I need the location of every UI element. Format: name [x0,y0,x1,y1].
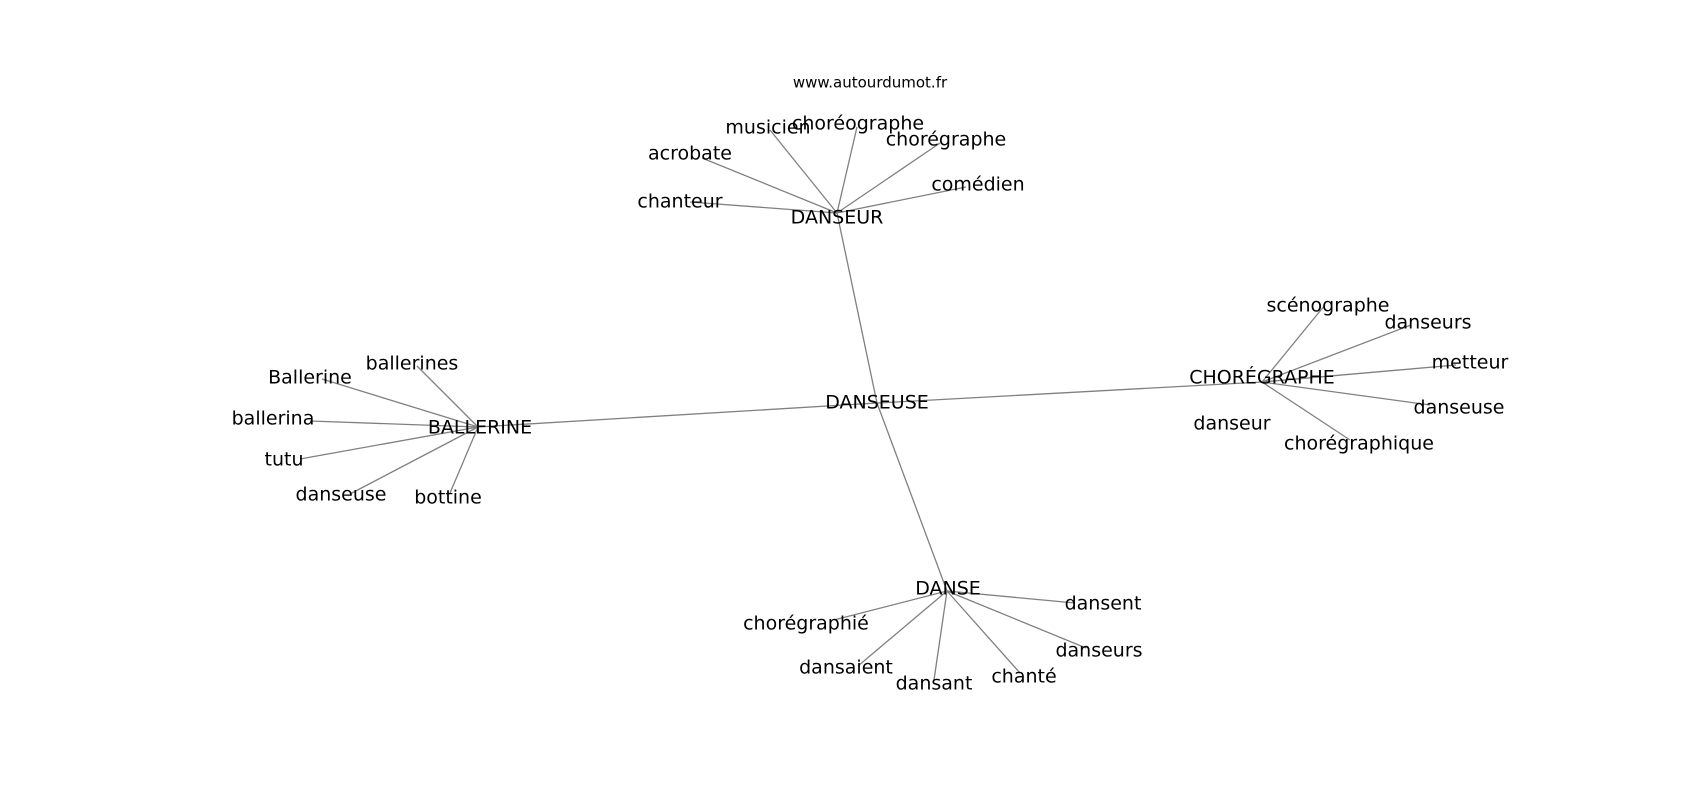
graph-edges [299,126,1457,681]
edge-danse-choregraphie [833,590,948,621]
edge-danseur-chanteur [689,201,838,214]
node-leaf-ballerine-bottine: bottine [414,487,482,509]
edge-root-danseur [836,212,878,404]
edge-choregraphe-metteur [1261,364,1457,383]
edge-danseur-choregraphe [836,142,941,214]
edge-choregraphe-scenographe [1261,304,1326,383]
edge-ballerine-bottine [449,426,479,494]
edge-danse-danseurs [946,590,1087,649]
edge-ballerine-ballerine [321,378,479,428]
node-leaf-danseur-acrobate: acrobate [648,143,732,165]
node-leaf-danseur-choregraphe: chorégraphe [886,129,1007,151]
edge-root-danse [876,402,948,592]
edge-danse-dansent [946,590,1076,604]
watermark-text: www.autourdumot.fr [793,74,948,92]
node-leaf-danseur-chanteur: chanteur [637,191,722,213]
edge-choregraphe-choregraphique [1261,381,1351,441]
edge-ballerine-ballerines [416,365,479,428]
edge-ballerine-ballerina [309,420,479,428]
node-leaf-danse-dansant: dansant [896,673,973,695]
node-leaf-choregraphe-danseurs: danseurs [1384,312,1471,334]
node-leaf-danse-choregraphie: chorégraphié [743,613,869,635]
node-hub-danseur: DANSEUR [791,207,884,229]
node-leaf-ballerine-ballerines: ballerines [366,353,459,375]
node-hub-danse: DANSE [915,578,981,600]
edge-choregraphe-danseurs [1261,324,1412,383]
edge-danse-dansaient [857,590,948,667]
node-leaf-danse-danseurs: danseurs [1055,640,1142,662]
node-hub-ballerine: BALLERINE [428,417,532,439]
edge-danse-dansant [933,590,948,681]
edge-danseur-musicien [769,129,838,214]
node-leaf-danseur-musicien: musicien [725,117,810,139]
node-leaf-ballerine-tutu: tutu [265,449,304,471]
edge-ballerine-tutu [299,426,479,460]
node-leaf-danse-dansaient: dansaient [799,657,893,679]
node-hub-choregraphe: CHORÉGRAPHE [1189,366,1335,389]
node-leaf-danse-dansent: dansent [1065,593,1142,615]
edge-root-choregraphe [876,381,1263,404]
node-leaf-choregraphe-metteur: metteur [1432,352,1509,374]
node-leaf-choregraphe-danseuse: danseuse [1414,397,1505,419]
node-leaf-choregraphe-scenographe: scénographe [1266,295,1389,317]
node-leaf-ballerine-danseuse: danseuse [296,484,387,506]
node-leaf-danseur-choreographe: choréographe [792,113,924,135]
node-leaf-choregraphe-danseur: danseur [1193,413,1270,435]
node-leaf-danse-chante: chanté [991,666,1056,688]
node-leaf-danseur-comedien: comédien [931,174,1024,196]
edge-choregraphe-danseuse [1261,381,1431,406]
node-leaf-ballerine-ballerine: Ballerine [268,367,352,389]
edge-danseur-choreographe [836,126,858,214]
edge-ballerine-danseuse [349,426,479,495]
edge-danseur-acrobate [701,157,838,214]
edge-danse-chante [946,590,1021,674]
node-leaf-ballerine-ballerina: ballerina [232,408,315,430]
graph-labels: DANSEUSE DANSEUR musicien chorégraphechoréo… [232,113,1509,695]
edge-root-ballerine [477,402,878,428]
edge-danseur-comedien [836,186,967,214]
node-root-danseuse: DANSEUSE [825,392,929,414]
node-leaf-choregraphe-choregraphique: chorégraphique [1284,433,1434,455]
